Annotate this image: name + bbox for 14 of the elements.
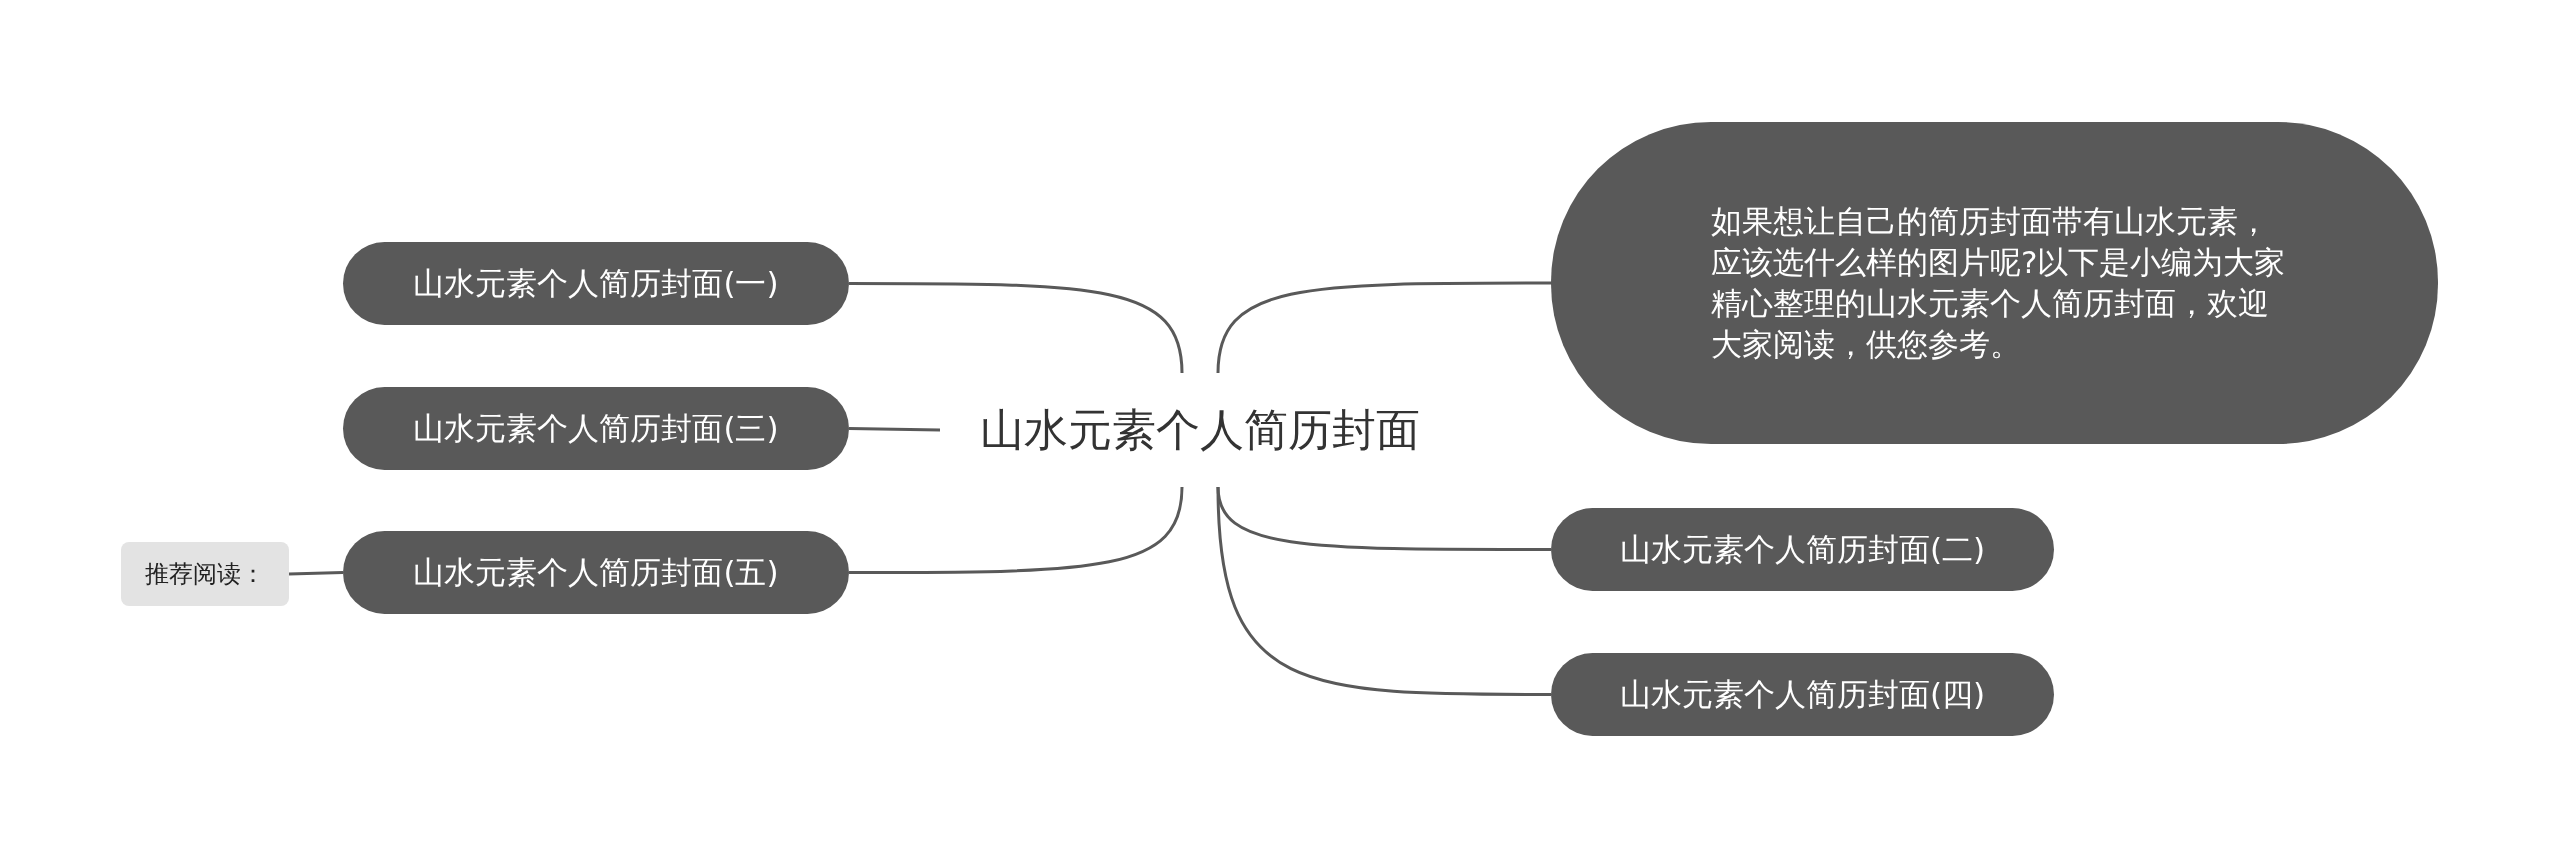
topic-pill: 山水元素个人简历封面(一) (343, 242, 849, 325)
connector-line (848, 427, 941, 432)
connector-line (849, 486, 1184, 574)
topic-pill: 山水元素个人简历封面(三) (343, 387, 849, 470)
topic-pill: 山水元素个人简历封面(五) (343, 531, 849, 614)
tag-label: 推荐阅读： (121, 542, 289, 606)
topic-pill: 山水元素个人简历封面(二) (1551, 508, 2054, 591)
connector-line (849, 282, 1184, 374)
central-topic: 山水元素个人简历封面 (980, 402, 1420, 457)
connector-line (1216, 281, 1551, 374)
description-bubble: 如果想让自己的简历封面带有山水元素，应该选什么样的图片呢?以下是小编为大家精心整理的山水元素个人简历封面，欢迎大家阅读，供您参考。 (1551, 122, 2438, 444)
connector-line (1216, 486, 1551, 696)
connector-line (288, 571, 344, 576)
topic-pill: 山水元素个人简历封面(四) (1551, 653, 2054, 736)
